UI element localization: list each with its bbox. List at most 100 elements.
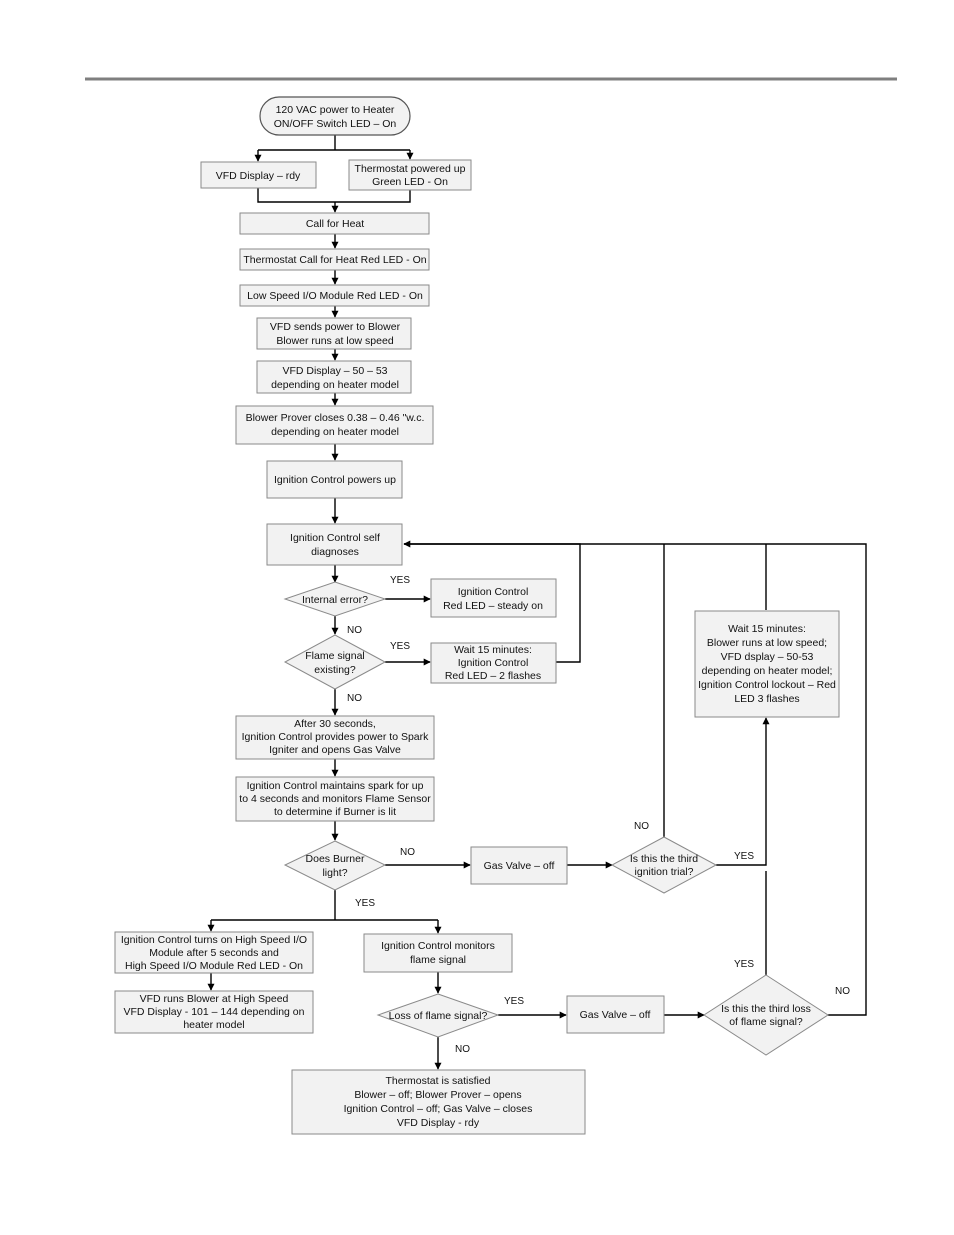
node-text-line: to determine if Burner is lit [274, 806, 396, 818]
node-text-line: Ignition Control maintains spark for up [247, 780, 424, 792]
node-text-line: heater model [183, 1019, 244, 1031]
node-text-line: VFD Display - 101 – 144 depending on [124, 1006, 305, 1018]
node-text-line: Wait 15 minutes: [454, 644, 532, 656]
label-flame-existing-yes: YES [390, 641, 410, 652]
node-text-line: Ignition Control turns on High Speed I/O [121, 934, 307, 946]
svg-text:Loss of flame signal?: Loss of flame signal? [389, 1010, 488, 1022]
label-burner-no: NO [400, 847, 415, 858]
connectors [207, 135, 867, 1070]
node-blower-prover: Blower Prover closes 0.38 – 0.46 "w.c. de… [235, 405, 434, 445]
svg-text:Call for Heat: Call for Heat [306, 218, 364, 230]
node-text-line: Blower Prover closes 0.38 – 0.46 "w.c. [246, 412, 425, 424]
label-third-trial-yes: YES [734, 851, 754, 862]
node-text-line: After 30 seconds, [294, 718, 376, 730]
label-burner-yes: YES [355, 898, 375, 909]
node-text-line: to 4 seconds and monitors Flame Sensor [239, 793, 431, 805]
svg-text:Internal error?: Internal error? [302, 594, 368, 606]
node-gas-valve-off-1: Gas Valve – off [470, 846, 568, 885]
node-text-line: Blower – off; Blower Prover – opens [354, 1089, 521, 1101]
node-text-line: Thermostat is satisfied [385, 1075, 490, 1087]
node-text-line: VFD Display - rdy [397, 1117, 480, 1129]
node-text-line: Green LED - On [372, 176, 448, 188]
label-third-loss-yes: YES [734, 959, 754, 970]
svg-text:Ignition Control maintains spa: Ignition Control maintains spark for upt… [239, 780, 431, 818]
label-internal-error-yes: YES [390, 575, 410, 586]
node-vfd-display-rdy: VFD Display – rdy [200, 161, 317, 189]
node-text-line: flame signal [410, 954, 466, 966]
node-text-line: VFD dsplay – 50-53 [721, 651, 814, 663]
svg-text:Gas Valve – off: Gas Valve – off [484, 860, 555, 872]
node-text-line: depending on heater model [271, 426, 399, 438]
node-text-line: Module after 5 seconds and [149, 947, 279, 959]
node-low-speed-module: Low Speed I/O Module Red LED - On [239, 284, 430, 307]
node-text-line: Gas Valve – off [580, 1009, 651, 1021]
node-text-line: Internal error? [302, 594, 368, 606]
node-text-line: Low Speed I/O Module Red LED - On [247, 290, 423, 302]
node-text-line: ON/OFF Switch LED – On [274, 118, 397, 130]
node-text-line: Ignition Control powers up [274, 474, 396, 486]
node-text-line: Thermostat Call for Heat Red LED - On [243, 254, 426, 266]
label-flame-existing-no: NO [347, 693, 362, 704]
node-text-line: Does Burner [306, 853, 365, 865]
node-text-line: VFD Display – rdy [216, 170, 301, 182]
svg-text:Thermostat Call for Heat Red L: Thermostat Call for Heat Red LED - On [243, 254, 426, 266]
node-monitors-flame: Ignition Control monitors flame signal [363, 933, 513, 973]
svg-text:Blower Prover closes 0.38 – 0.: Blower Prover closes 0.38 – 0.46 "w.c. de… [246, 412, 425, 438]
node-text-line: diagnoses [311, 546, 359, 558]
node-text-line: Red LED – steady on [443, 600, 543, 612]
svg-text:VFD Display – rdy: VFD Display – rdy [216, 170, 301, 182]
node-wait-lockout: Wait 15 minutes:Blower runs at low speed… [694, 610, 840, 718]
node-text-line: Ignition Control provides power to Spark [242, 731, 430, 743]
label-third-trial-no: NO [634, 821, 649, 832]
label-internal-error-no: NO [347, 625, 362, 636]
node-text-line: depending on heater model; [702, 665, 833, 677]
node-text-line: VFD sends power to Blower [270, 321, 401, 333]
node-text-line: Flame signal [305, 650, 365, 662]
node-thermostat-red-led: Thermostat Call for Heat Red LED - On [239, 248, 430, 271]
node-text-line: existing? [314, 664, 356, 676]
node-text-line: Wait 15 minutes: [728, 623, 806, 635]
node-text-line: Is this the third loss [721, 1003, 811, 1015]
node-text-line: Call for Heat [306, 218, 364, 230]
node-text-line: High Speed I/O Module Red LED - On [125, 960, 303, 972]
svg-text:Ignition Control turns on High: Ignition Control turns on High Speed I/O… [121, 934, 307, 972]
node-text-line: Ignition Control monitors [381, 940, 495, 952]
node-call-for-heat: Call for Heat [239, 212, 430, 235]
node-gas-valve-off-2: Gas Valve – off [566, 995, 665, 1034]
node-text-line: Ignition Control [458, 586, 529, 598]
decision-internal-error: Internal error? [283, 581, 387, 617]
svg-text:Gas Valve – off: Gas Valve – off [580, 1009, 651, 1021]
svg-text:Wait 15 minutes:Blower runs at: Wait 15 minutes:Blower runs at low speed… [698, 623, 836, 705]
node-text-line: depending on heater model [271, 379, 399, 391]
decision-flame-signal-existing: Flame signal existing? [283, 634, 387, 690]
edge-labels: YES NO YES NO NO YES NO YES YES NO YES N… [347, 575, 850, 1055]
node-text-line: LED 3 flashes [734, 693, 799, 705]
node-text-line: Red LED – 2 flashes [445, 670, 541, 682]
label-loss-yes: YES [504, 996, 524, 1007]
node-text-line: ignition trial? [635, 866, 694, 878]
node-text-line: 120 VAC power to Heater [276, 104, 395, 116]
